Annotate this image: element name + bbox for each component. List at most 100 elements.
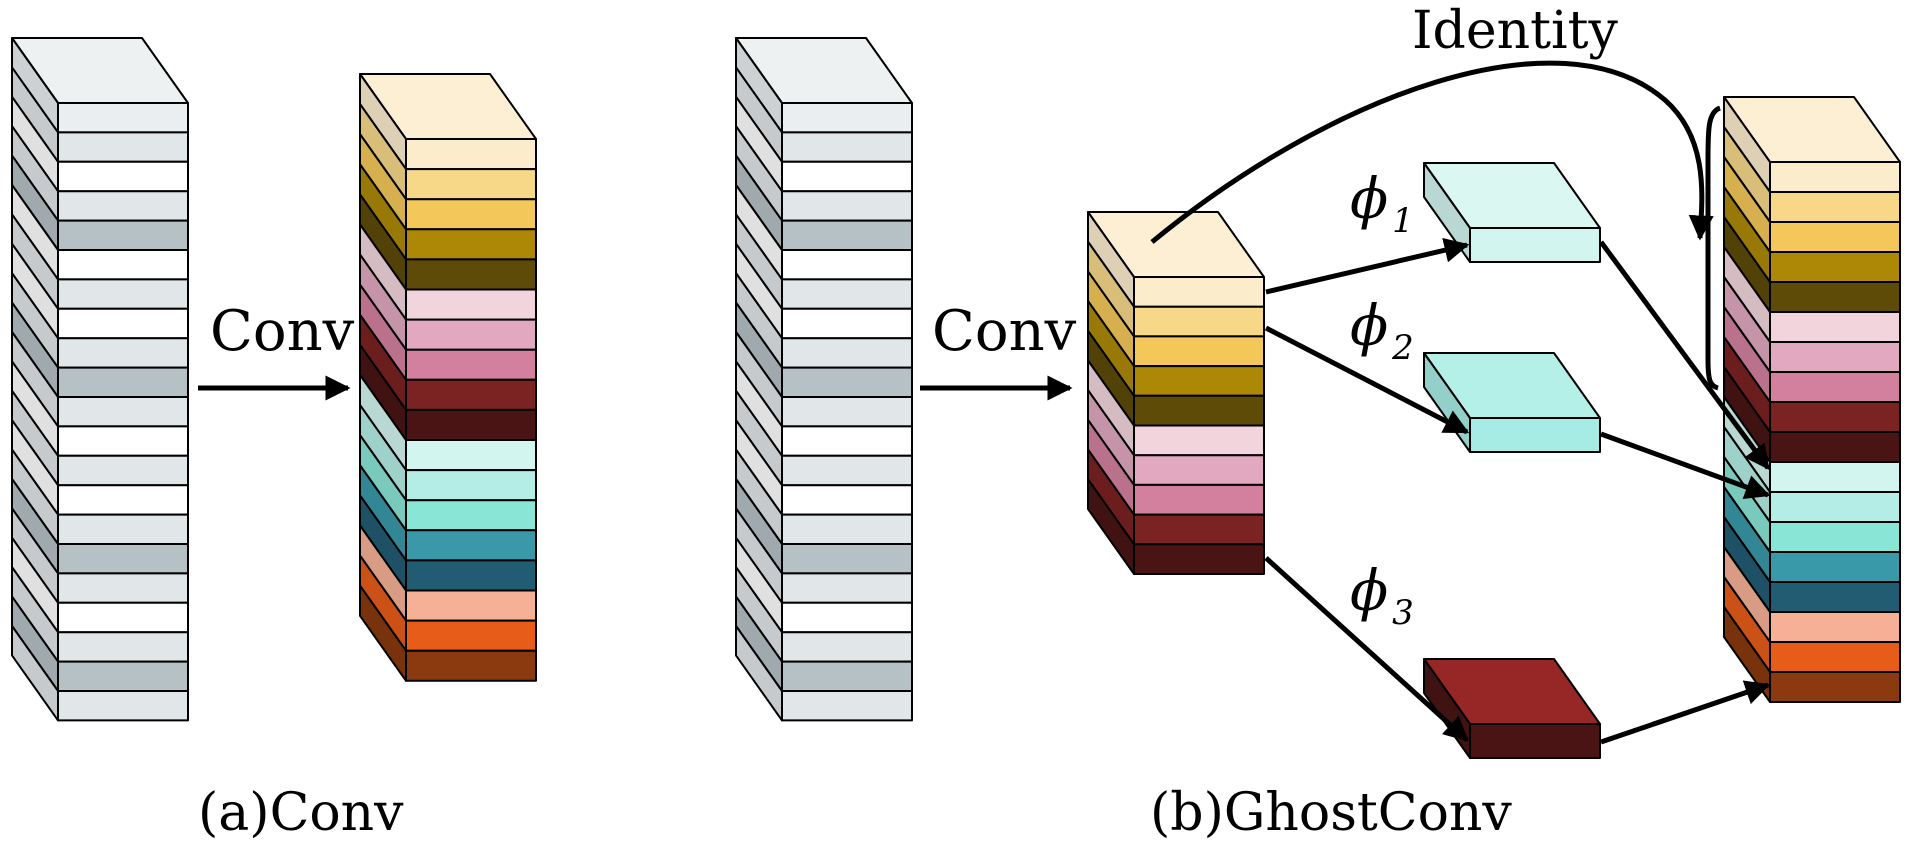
conv-label-b: Conv bbox=[932, 299, 1077, 364]
input-stack-a-layer-front bbox=[57, 102, 189, 134]
input-stack-a-layer-front bbox=[57, 484, 189, 516]
arrows bbox=[198, 60, 1771, 745]
output-stack-a-layer-front bbox=[405, 138, 537, 171]
phi1-symbol: ϕ bbox=[1350, 167, 1388, 232]
output-stack-b-layer-front bbox=[1769, 581, 1901, 613]
output-stack-b-layer-front bbox=[1769, 221, 1901, 253]
output-stack-b-layer-front bbox=[1769, 641, 1901, 673]
ghost-map-3-layer-front bbox=[1469, 723, 1601, 759]
phi2-input-arrow bbox=[1264, 325, 1470, 435]
input-stack-a-layer-front bbox=[57, 601, 189, 634]
input-stack-b-layer-front bbox=[781, 631, 913, 663]
output-stack-b-layer-front bbox=[1769, 491, 1901, 523]
ghost-map-1-layer-front bbox=[1469, 227, 1601, 263]
input-stack-b-layer-front bbox=[781, 160, 913, 193]
input-stack-b-layer-front bbox=[781, 396, 913, 428]
output-stack-b-layer-front bbox=[1769, 161, 1901, 193]
identity-bracket bbox=[1705, 105, 1722, 391]
input-stack-a-layer-front bbox=[57, 249, 189, 281]
intrinsic-stack-layer-front bbox=[1133, 454, 1265, 486]
phi3-input-arrow bbox=[1264, 556, 1469, 742]
output-stack-a-layer-front bbox=[405, 619, 537, 652]
input-stack-a-layer-front bbox=[57, 307, 189, 340]
output-stack-b bbox=[1723, 96, 1901, 703]
input-stack-a-layer-front bbox=[57, 631, 189, 663]
input-stack-a-layer-front bbox=[57, 160, 189, 193]
input-stack-a-layer-front bbox=[57, 513, 189, 545]
ghost-map-1 bbox=[1423, 162, 1601, 263]
phi2-symbol: ϕ bbox=[1350, 294, 1388, 359]
output-stack-a-layer-front bbox=[405, 198, 537, 231]
input-stack-a-layer-front bbox=[57, 660, 189, 692]
input-stack-a-layer-front bbox=[57, 278, 189, 310]
output-stack-b-layer-front bbox=[1769, 551, 1901, 583]
input-stack-b-layer-front bbox=[781, 513, 913, 545]
output-stack-a-layer-front bbox=[405, 378, 537, 411]
phi1-input-arrow bbox=[1265, 237, 1470, 295]
input-stack-b-layer-front bbox=[781, 543, 913, 575]
input-stack-b-layer-front bbox=[781, 102, 913, 134]
intrinsic-stack-layer-front bbox=[1133, 483, 1265, 516]
intrinsic-stack-layer-front bbox=[1133, 513, 1265, 546]
input-stack-b-layer-front bbox=[781, 366, 913, 398]
input-stack-a-layer-front bbox=[57, 337, 189, 369]
intrinsic-stack bbox=[1087, 211, 1265, 575]
output-stack-b-layer-front bbox=[1769, 341, 1901, 373]
intrinsic-stack-layer-front bbox=[1133, 335, 1265, 368]
identity-label: Identity bbox=[1412, 1, 1619, 61]
input-stack-b-layer-front bbox=[781, 219, 913, 251]
phi3-symbol: ϕ bbox=[1350, 559, 1388, 624]
phi3-subscript: 3 bbox=[1392, 593, 1414, 633]
output-stack-b-layer-front bbox=[1769, 191, 1901, 223]
input-stack-a-layer-front bbox=[57, 572, 189, 604]
input-stack-b-layer-front bbox=[781, 307, 913, 340]
input-stack-b-layer-front bbox=[781, 454, 913, 487]
input-stack-a-layer-front bbox=[57, 454, 189, 487]
input-stack-b-layer-front bbox=[781, 425, 913, 457]
output-stack-b-layer-front bbox=[1769, 431, 1901, 463]
output-stack-a-layer-front bbox=[405, 439, 537, 472]
input-stack-b-layer-front bbox=[781, 601, 913, 634]
output-stack-b-layer-front bbox=[1769, 611, 1901, 643]
input-stack-a bbox=[11, 37, 189, 722]
intrinsic-stack-layer-front bbox=[1133, 424, 1265, 457]
output-stack-a-layer-front bbox=[405, 499, 537, 532]
output-stack-b-layer-front bbox=[1769, 521, 1901, 553]
output-stack-b-layer-front bbox=[1769, 461, 1901, 493]
output-stack-a-layer-front bbox=[405, 348, 537, 381]
input-stack-b-layer-front bbox=[781, 572, 913, 604]
output-stack-b-layer-front bbox=[1769, 371, 1901, 403]
output-stack-b-layer-front bbox=[1769, 671, 1901, 703]
input-stack-a-layer-front bbox=[57, 543, 189, 575]
output-stack-a-layer-front bbox=[405, 288, 537, 321]
input-stack-b-layer-front bbox=[781, 660, 913, 692]
input-stack-a-layer-front bbox=[57, 396, 189, 428]
output-stack-a-layer-front bbox=[405, 408, 537, 441]
output-stack-b-layer-front bbox=[1769, 311, 1901, 343]
intrinsic-stack-layer-front bbox=[1133, 543, 1265, 575]
intrinsic-stack-layer-front bbox=[1133, 394, 1265, 427]
feature-map-stacks bbox=[11, 37, 1901, 759]
intrinsic-stack-layer-front bbox=[1133, 276, 1265, 308]
output-stack-a-layer-front bbox=[405, 559, 537, 592]
output-stack-a-layer-front bbox=[405, 469, 537, 502]
output-stack-a-layer-front bbox=[405, 589, 537, 622]
ghost-map-2-layer-front bbox=[1469, 417, 1601, 453]
output-stack-b-layer-front bbox=[1769, 401, 1901, 433]
input-stack-b-layer-front bbox=[781, 278, 913, 310]
input-stack-a-layer-front bbox=[57, 131, 189, 163]
phi3-output-arrow bbox=[1600, 680, 1771, 745]
input-stack-b-layer-front bbox=[781, 484, 913, 516]
input-stack-b bbox=[735, 37, 913, 722]
input-stack-b-layer-front bbox=[781, 131, 913, 163]
output-stack-b-layer-front bbox=[1769, 281, 1901, 313]
input-stack-a-layer-front bbox=[57, 425, 189, 457]
input-stack-b-layer-front bbox=[781, 249, 913, 281]
output-stack-a-layer-front bbox=[405, 318, 537, 351]
input-stack-a-layer-front bbox=[57, 690, 189, 722]
input-stack-b-layer-front bbox=[781, 690, 913, 722]
conv-label-a: Conv bbox=[210, 299, 355, 364]
